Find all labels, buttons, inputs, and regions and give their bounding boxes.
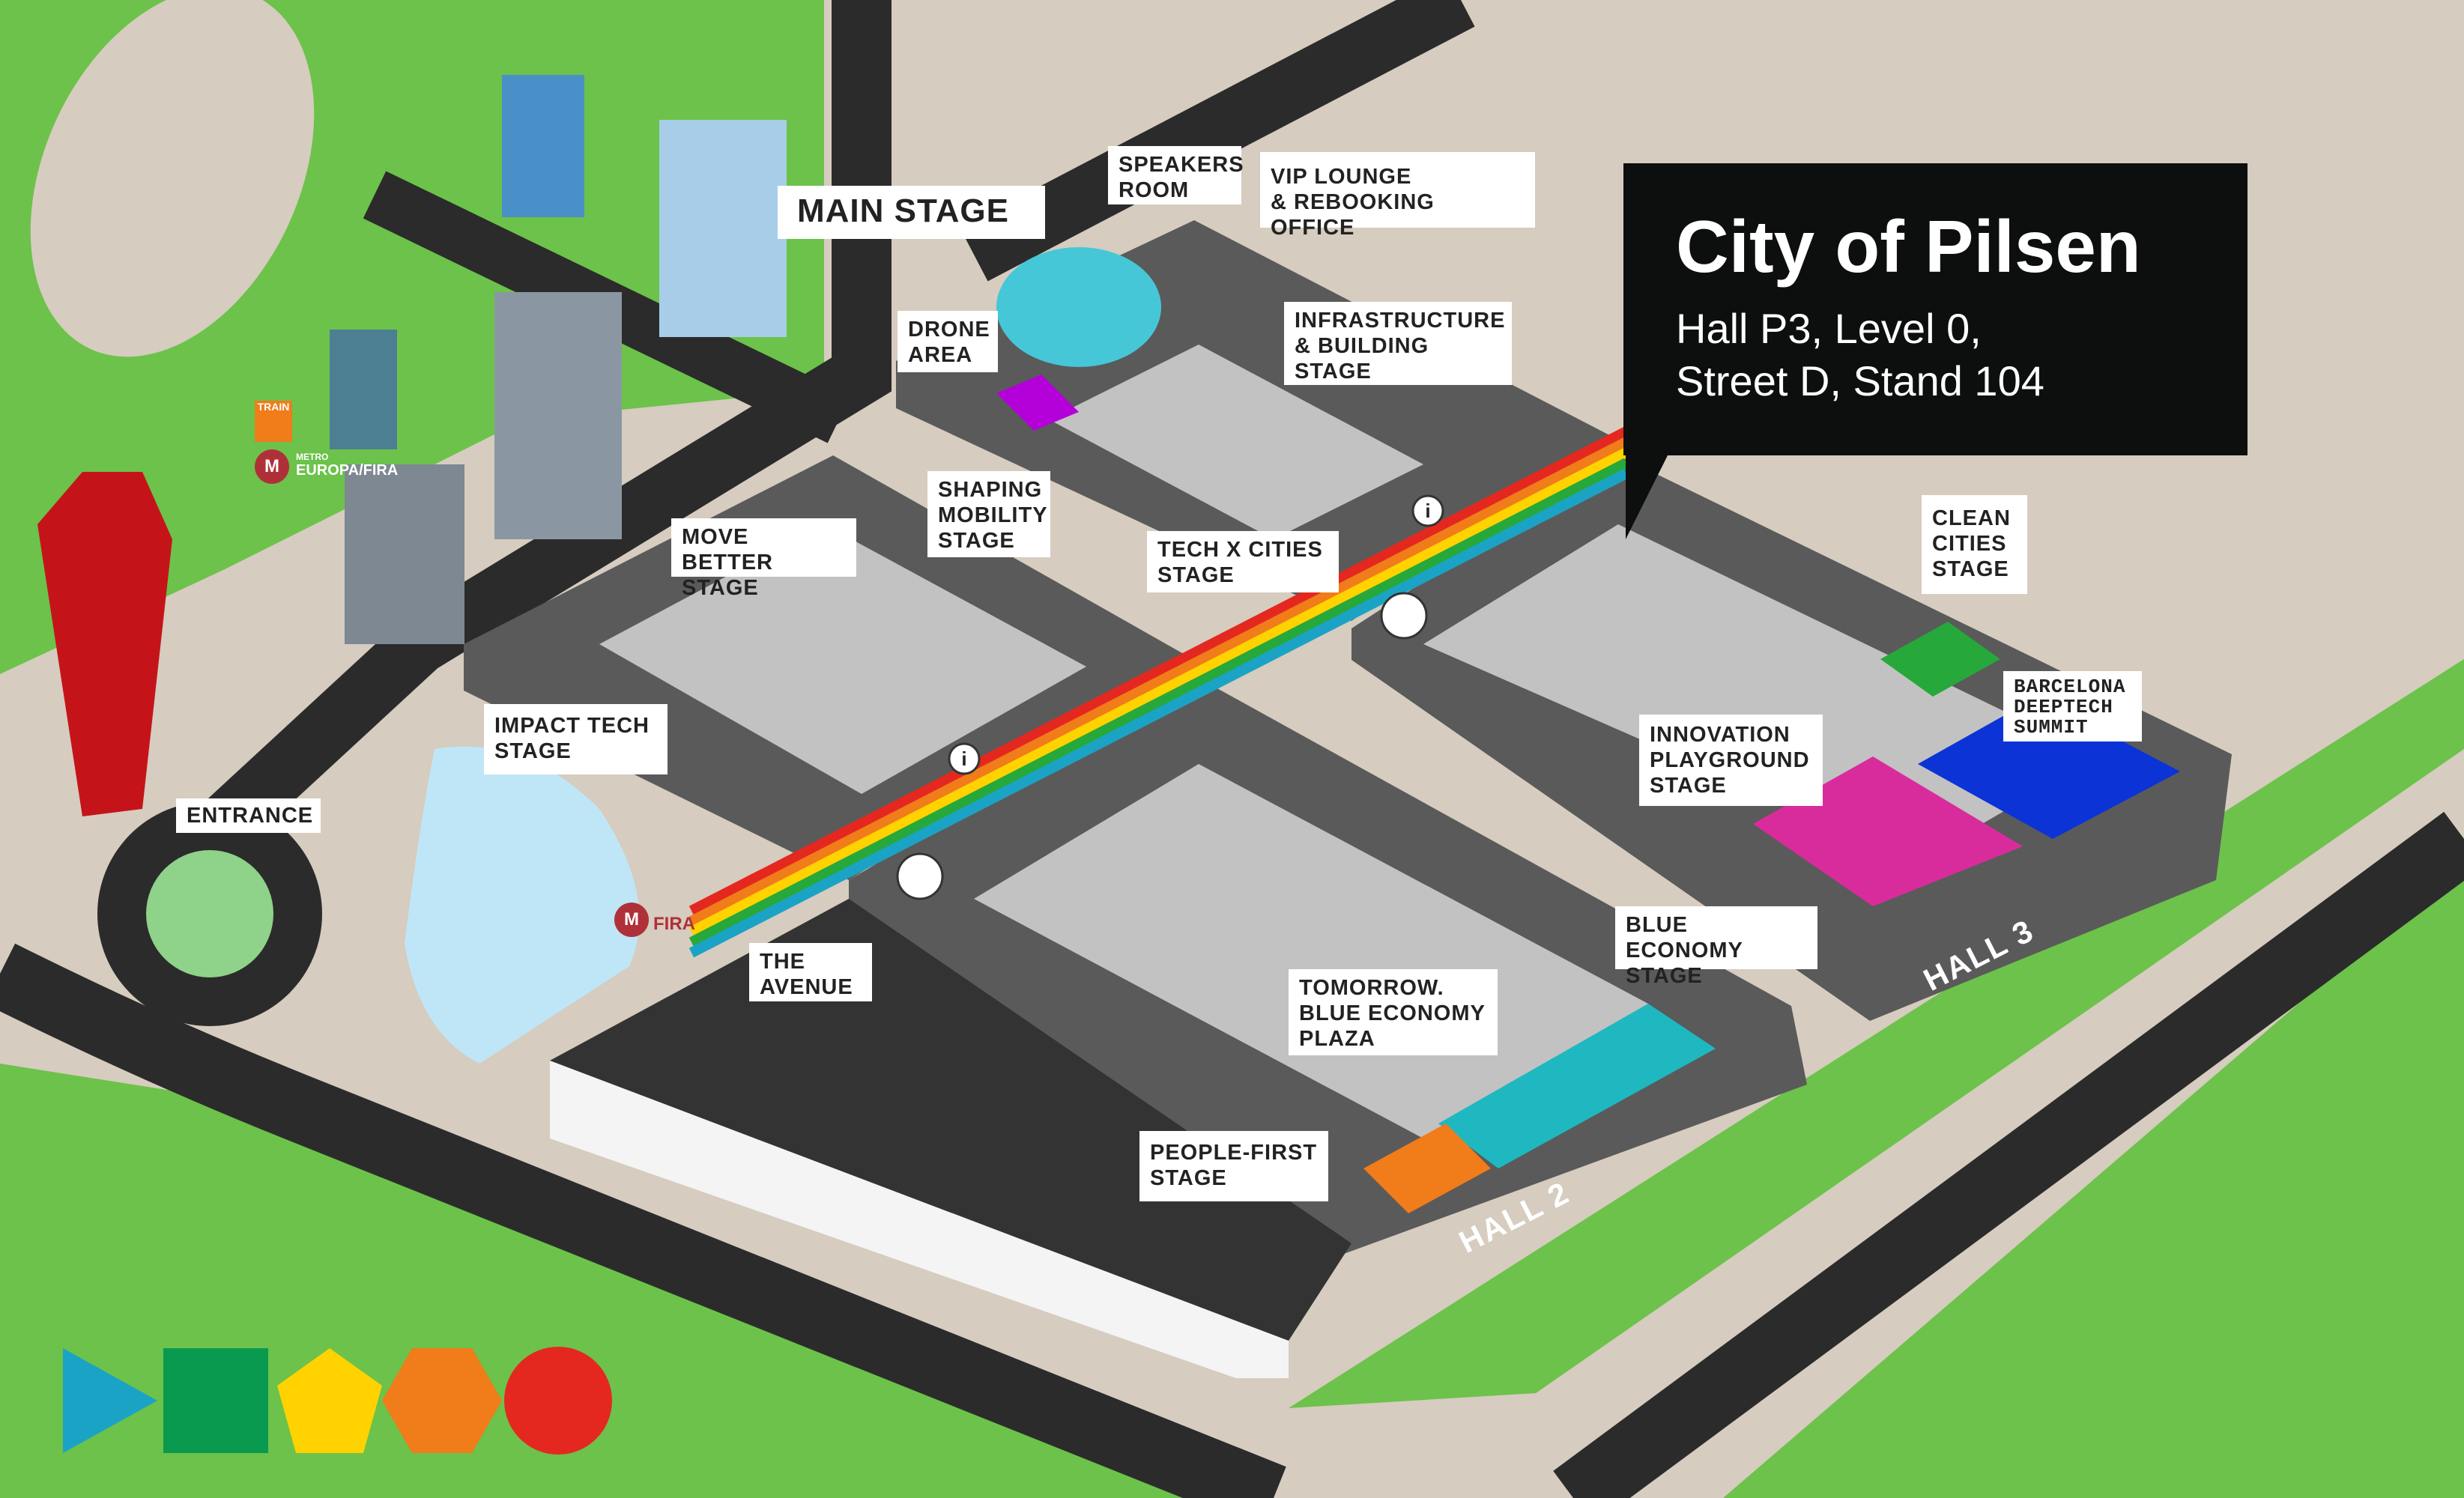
road-right xyxy=(1553,811,2464,1498)
oval-plaza xyxy=(30,0,315,357)
info-icon: i xyxy=(961,747,967,770)
label-speakers-room[interactable]: SPEAKERS ROOM xyxy=(1108,146,1244,204)
metro-label-small: METRO xyxy=(296,452,329,462)
exhibitor-location: Hall P3, Level 0, Street D, Stand 104 xyxy=(1676,303,2195,407)
road-bottom xyxy=(0,943,1286,1498)
label-tech-x-cities-stage[interactable]: TECH X CITIES STAGE xyxy=(1147,531,1339,592)
location-line-1: Hall P3, Level 0, xyxy=(1676,305,1982,352)
metro-icon: M xyxy=(255,449,289,484)
label-vip-lounge[interactable]: VIP LOUNGE & REBOOKING OFFICE xyxy=(1260,152,1535,240)
info-icon xyxy=(1411,494,1444,527)
metro-icon: M xyxy=(614,903,649,937)
drone-area-pad xyxy=(996,374,1079,431)
exhibitor-name: City of Pilsen xyxy=(1676,205,2141,288)
red-tower xyxy=(37,472,172,816)
info-box-pointer xyxy=(1626,449,1671,539)
exhibitor-info-box: City of Pilsen Hall P3, Level 0, Street D… xyxy=(1623,163,2247,455)
clean-cities-area xyxy=(1880,622,2000,697)
label-people-first-stage[interactable]: PEOPLE-FIRST STAGE xyxy=(1139,1131,1328,1201)
info-icon xyxy=(948,742,981,775)
label-barcelona-deeptech-summit[interactable]: BARCELONA DEEPTECH SUMMIT xyxy=(2003,671,2142,742)
entrance-pavilion xyxy=(405,746,640,1064)
info-icon: i xyxy=(1425,499,1431,522)
people-first-stage-area xyxy=(1363,1124,1491,1213)
deeptech-area xyxy=(1918,697,2180,839)
main-stage-arena xyxy=(996,247,1161,367)
metro-fira-label: FIRA xyxy=(653,914,695,934)
label-entrance[interactable]: ENTRANCE xyxy=(176,798,321,833)
location-line-2: Street D, Stand 104 xyxy=(1676,357,2044,404)
hall-roof-front xyxy=(550,899,1351,1341)
label-drone-area[interactable]: DRONE AREA xyxy=(897,311,998,372)
tower-teal xyxy=(330,330,397,449)
label-tomorrow-blue-economy-plaza[interactable]: TOMORROW. BLUE ECONOMY PLAZA xyxy=(1289,969,1498,1055)
train-icon: TRAIN xyxy=(255,401,292,442)
label-the-avenue[interactable]: THE AVENUE xyxy=(749,943,872,1001)
meeting-point-icon xyxy=(1380,592,1428,640)
the-avenue-rainbow xyxy=(688,426,1629,958)
label-innovation-playground-stage[interactable]: INNOVATION PLAYGROUND STAGE xyxy=(1639,715,1823,806)
label-impact-tech-stage[interactable]: IMPACT TECH STAGE xyxy=(484,704,668,774)
park-bottom-right xyxy=(1723,861,2464,1498)
road-top xyxy=(960,0,1475,282)
label-clean-cities-stage[interactable]: CLEAN CITIES STAGE xyxy=(1922,495,2027,594)
label-infrastructure-stage[interactable]: INFRASTRUCTURE & BUILDING STAGE xyxy=(1284,302,1512,385)
tower-gray-2 xyxy=(345,464,464,644)
label-shaping-mobility-stage[interactable]: SHAPING MOBILITY STAGE xyxy=(927,471,1050,557)
metro-station-name: EUROPA/FIRA xyxy=(296,462,399,479)
tower-blue xyxy=(502,75,584,217)
roundabout-center xyxy=(146,850,273,977)
tower-lightblue xyxy=(659,120,787,337)
tower-gray xyxy=(494,292,622,539)
event-logo xyxy=(63,1347,612,1455)
label-main-stage[interactable]: MAIN STAGE xyxy=(778,186,1045,239)
meeting-point-icon xyxy=(896,852,944,900)
label-move-better-stage[interactable]: MOVE BETTER STAGE xyxy=(671,518,856,600)
hall-facade xyxy=(550,1061,1289,1378)
blue-economy-stage-area xyxy=(1438,1004,1716,1168)
label-blue-economy-stage[interactable]: BLUE ECONOMY STAGE xyxy=(1615,906,1817,988)
